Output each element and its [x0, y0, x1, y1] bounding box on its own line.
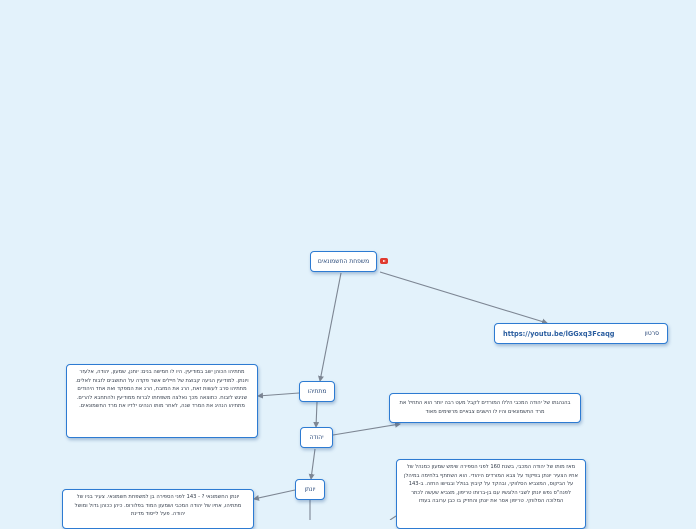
mattathias-note-text: מתתיהו הכוהן ישב במודיעין. היו לו חמישה …	[75, 369, 249, 410]
youtube-icon[interactable]	[380, 258, 388, 264]
edge-root-mattathias	[318, 272, 342, 382]
judah-death-note-text: מאז מותו של יהודה המכבי, בשנת 160 לפני ה…	[404, 464, 578, 505]
video-link-url[interactable]: https://youtu.be/lGGxq3Fcaqg	[503, 329, 615, 338]
edge-mattathias-note	[257, 392, 300, 399]
video-link-node[interactable]: סרטון https://youtu.be/lGGxq3Fcaqg	[494, 323, 668, 344]
judah-note-text: בהנהגתו של יהודה המכבי הללו המורדים לקבל…	[399, 400, 571, 415]
edge-to-death-note	[389, 515, 397, 520]
root-label: משפחת החשמונאים	[317, 257, 370, 265]
judah-label: יהודה	[309, 433, 324, 441]
jonathan-note-text: יונתן החשמונאי ? - 143 לפני הספירה בן למ…	[74, 494, 242, 518]
edge-mattathias-judah	[313, 401, 320, 428]
jonathan-label: יונתן	[304, 485, 316, 493]
edge-judah-jonathan	[308, 448, 316, 480]
edge-jonathan-note	[253, 489, 296, 501]
judah-death-note: מאז מותו של יהודה המכבי, בשנת 160 לפני ה…	[396, 459, 586, 529]
judah-note: בהנהגתו של יהודה המכבי הללו המורדים לקבל…	[389, 393, 581, 423]
jonathan-note: יונתן החשמונאי ? - 143 לפני הספירה בן למ…	[62, 489, 254, 529]
mattathias-label: מתתיהו	[307, 387, 327, 395]
video-link-label: סרטון	[644, 330, 659, 337]
edge-judah-note	[332, 421, 401, 436]
mattathias-note: מתתיהו הכוהן ישב במודיעין. היו לו חמישה …	[66, 364, 258, 438]
mattathias-node[interactable]: מתתיהו	[299, 381, 335, 402]
jonathan-node[interactable]: יונתן	[295, 479, 325, 500]
edge-root-link	[379, 271, 548, 325]
root-node[interactable]: משפחת החשמונאים	[310, 251, 377, 272]
judah-node[interactable]: יהודה	[300, 427, 333, 448]
